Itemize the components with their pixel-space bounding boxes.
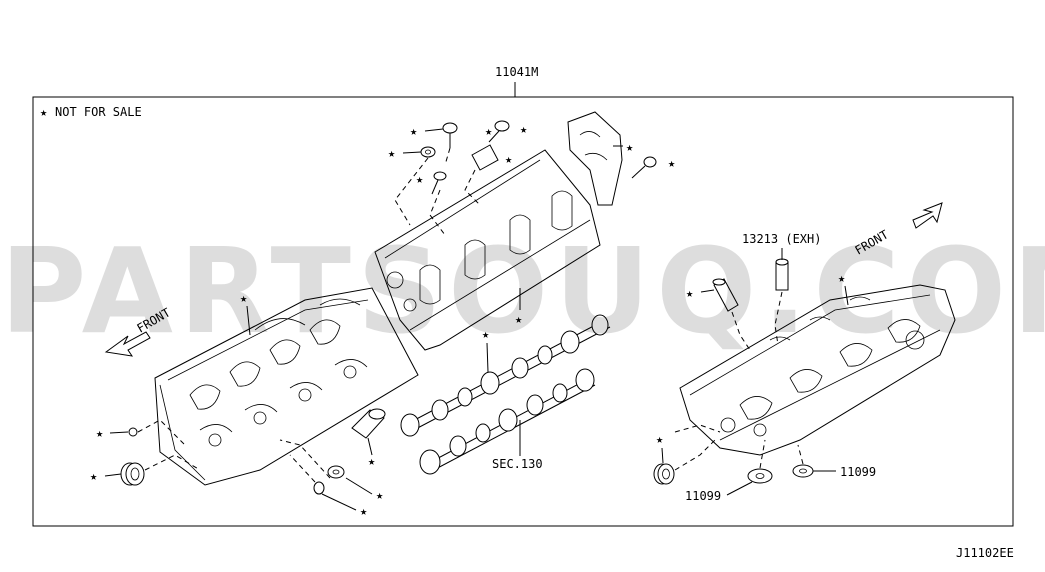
part-label-11041m: 11041M [495,65,538,79]
star-mark: ★ [96,426,103,440]
leader-line [402,151,422,154]
star-mark: ★ [668,156,675,170]
camshaft-lower [419,368,596,475]
star-mark: ★ [520,122,527,136]
dashed-leader [774,291,783,346]
part-label-11099-b: 11099 [840,465,876,479]
bolt-2 [431,171,447,195]
star-mark: ★ [376,488,383,502]
dashed-leader [444,147,451,166]
leader-line [104,473,122,477]
star-mark: ★ [482,327,489,341]
star-mark: ★ [515,312,522,326]
star-mark: ★ [90,469,97,483]
star-mark: ★ [838,271,845,285]
front-cover-bracket [567,111,623,206]
washer-11099-a [747,468,773,484]
front-arrow-left [104,331,151,357]
leader-line [844,285,849,306]
star-mark: ★ [416,172,423,186]
right-cylinder-head [679,284,956,456]
star-mark: ★ [686,286,693,300]
dashed-leader [289,454,316,483]
legend-not-for-sale: NOT FOR SALE [55,105,142,119]
part-label-11099-a: 11099 [685,489,721,503]
dashed-leader [759,439,766,469]
oil-seal-left [120,462,145,486]
section-ref-130: SEC.130 [492,457,543,471]
camshaft-upper [400,314,611,437]
leader-line [726,481,753,496]
star-mark: ★ [656,432,663,446]
star-mark: ★ [410,124,417,138]
dashed-leader [674,424,721,433]
leader-line [246,305,251,336]
dashed-leader [464,169,481,206]
part-label-13213-exh: 13213 (EXH) [742,232,821,246]
bolt-1 [442,122,458,148]
oil-seal-right [653,463,675,485]
star-mark: ★ [626,140,633,154]
bolt-4 [631,156,657,179]
leader-line [321,493,357,511]
dowel-tube-left [351,408,386,439]
dashed-leader [674,439,716,471]
dashed-leader [394,157,429,226]
washer-1 [420,146,436,158]
star-mark: ★ [40,105,47,119]
diagram-code: J11102EE [956,546,1014,560]
dashed-leader [137,419,186,446]
diagram-frame [32,96,1014,527]
bracket-clip [471,144,499,171]
leader-line [486,342,489,373]
plug [128,427,138,437]
washer-11099-b [792,464,814,478]
leader-line [661,447,664,464]
watermark: PARTSOUQ.COM [0,222,1045,360]
leader-line [109,431,129,434]
leader-line [367,437,373,456]
dashed-leader [279,439,331,479]
star-mark: ★ [368,454,375,468]
camshaft-bracket [374,149,601,351]
leader-line [700,289,715,293]
dashed-leader [144,454,201,471]
dashed-leader [731,311,751,351]
dowel-int [712,278,739,312]
dashed-leader [797,444,804,465]
star-mark: ★ [485,124,492,138]
star-mark: ★ [505,152,512,166]
leader-line [424,128,444,132]
leader-line [345,477,373,495]
front-arrow-right [912,202,943,229]
star-mark: ★ [388,146,395,160]
dowel-exh [775,258,789,291]
bolt-3 [488,120,510,143]
star-mark: ★ [360,504,367,518]
left-cylinder-head [154,287,419,486]
washer-left [313,465,345,495]
star-mark: ★ [240,291,247,305]
